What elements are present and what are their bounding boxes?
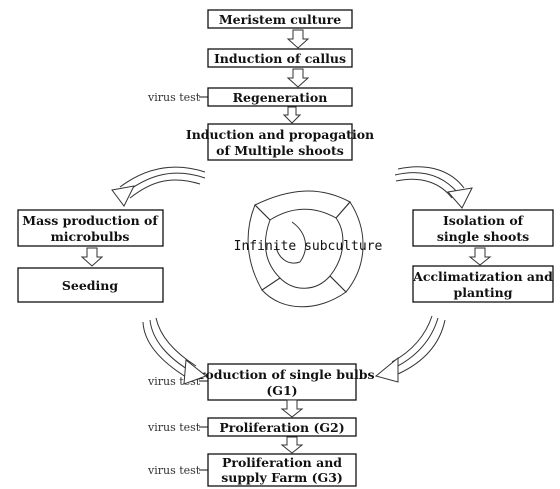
node-multiple-shoots-label-1: Induction and propagation — [186, 127, 374, 142]
arrow-meristem-to-callus — [286, 29, 310, 49]
node-acclimatization-label-1: Acclimatization and — [412, 269, 553, 284]
virus-test-label: virus test — [147, 421, 201, 434]
node-regeneration-label: Regeneration — [233, 90, 328, 105]
node-proliferation-g3-label-1: Proliferation and — [222, 455, 342, 470]
curved-arrow-planting-to-bulbs — [374, 315, 446, 383]
node-isolation: Isolation of single shoots — [412, 209, 554, 247]
node-multiple-shoots: Induction and propagation of Multiple sh… — [186, 123, 374, 161]
node-callus-label: Induction of callus — [214, 51, 346, 66]
node-regeneration: Regeneration — [207, 87, 353, 107]
virus-test-label: virus test — [147, 464, 201, 477]
node-acclimatization-label-2: planting — [453, 285, 512, 300]
node-isolation-label-1: Isolation of — [443, 213, 525, 228]
arrow-single-bulbs-to-g2 — [280, 399, 304, 418]
node-seeding: Seeding — [17, 267, 164, 303]
node-single-bulbs: Production of single bulbs (G1) — [189, 363, 375, 401]
arrow-isolation-to-acclimatization — [468, 247, 492, 266]
node-seeding-label: Seeding — [62, 278, 119, 293]
virus-test-proliferation-g3: virus test — [147, 464, 208, 477]
arrow-mass-production-to-seeding — [80, 247, 104, 267]
node-proliferation-g3: Proliferation and supply Farm (G3) — [207, 453, 357, 487]
node-proliferation-g2: Proliferation (G2) — [207, 417, 357, 437]
curved-arrow-to-mass-production — [111, 166, 206, 207]
curved-arrow-to-isolation — [394, 166, 473, 209]
node-single-bulbs-label-1: Production of single bulbs — [189, 367, 374, 382]
virus-test-regeneration: virus test — [147, 91, 208, 104]
node-multiple-shoots-label-2: of Multiple shoots — [216, 143, 344, 158]
infinite-subculture-label: Infinite subculture — [234, 239, 383, 254]
node-single-bulbs-label-2: (G1) — [266, 383, 297, 398]
arrow-g2-to-g3 — [280, 436, 304, 454]
infinite-subculture-cycle-graphic: Infinite subculture — [234, 190, 383, 308]
node-proliferation-g3-label-2: supply Farm (G3) — [221, 470, 343, 485]
node-proliferation-g2-label: Proliferation (G2) — [219, 420, 344, 435]
node-acclimatization: Acclimatization and planting — [412, 265, 554, 303]
arrow-callus-to-regeneration — [286, 68, 310, 88]
virus-test-proliferation-g2: virus test — [147, 421, 208, 434]
node-meristem-label: Meristem culture — [219, 12, 341, 27]
arrow-regeneration-to-shoots — [282, 106, 302, 124]
node-meristem: Meristem culture — [207, 9, 353, 29]
node-mass-production-label-2: microbulbs — [51, 229, 130, 244]
node-callus: Induction of callus — [207, 48, 353, 68]
virus-test-label: virus test — [147, 91, 201, 104]
node-mass-production-label-1: Mass production of — [22, 213, 159, 228]
node-isolation-label-2: single shoots — [437, 229, 529, 244]
node-mass-production: Mass production of microbulbs — [17, 209, 164, 247]
curved-arrow-seeding-to-bulbs — [142, 317, 208, 385]
